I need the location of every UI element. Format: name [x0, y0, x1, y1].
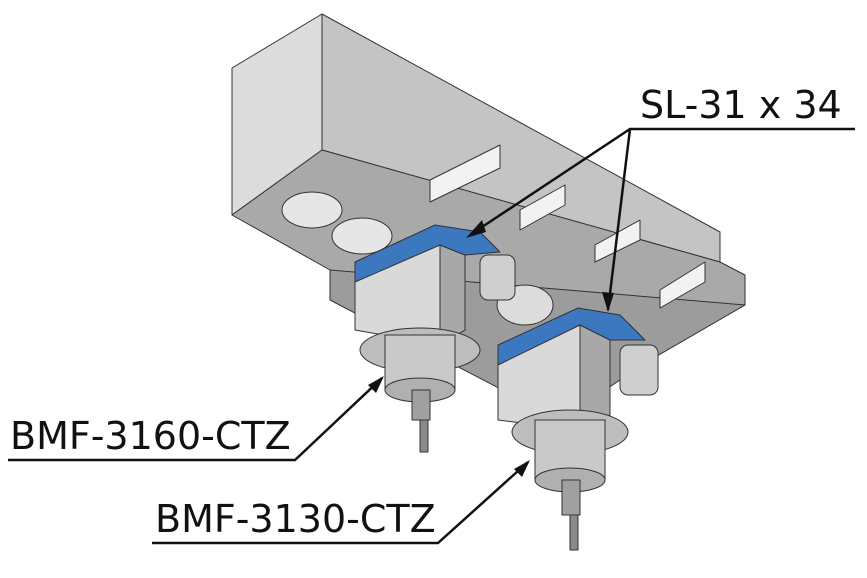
- air-fitting-lower: [619, 344, 659, 396]
- tool-lower: [569, 514, 579, 551]
- tool-upper: [419, 419, 429, 453]
- label-spindle-upper: BMF-3160-CTZ: [10, 414, 291, 458]
- arrowhead: [368, 376, 384, 393]
- collet-lower: [561, 479, 581, 516]
- leader-spindle-upper: [8, 377, 383, 462]
- leader-spindle-lower: [152, 461, 529, 545]
- slot-block: [659, 261, 706, 309]
- bore-hole: [281, 191, 343, 229]
- bracket-lower: [497, 307, 646, 366]
- label-bracket: SL-31 x 34: [640, 83, 842, 127]
- collet-upper: [411, 389, 431, 421]
- label-spindle-lower: BMF-3130-CTZ: [155, 497, 436, 541]
- slot-block: [429, 144, 501, 203]
- air-fitting-upper: [479, 254, 516, 301]
- bracket-upper: [354, 224, 501, 283]
- arrowhead: [514, 460, 530, 477]
- arrowhead: [466, 220, 486, 238]
- arrowhead: [602, 292, 614, 312]
- slot-block: [519, 184, 566, 231]
- leader-bracket-2: [606, 128, 632, 311]
- bore-hole: [331, 217, 393, 255]
